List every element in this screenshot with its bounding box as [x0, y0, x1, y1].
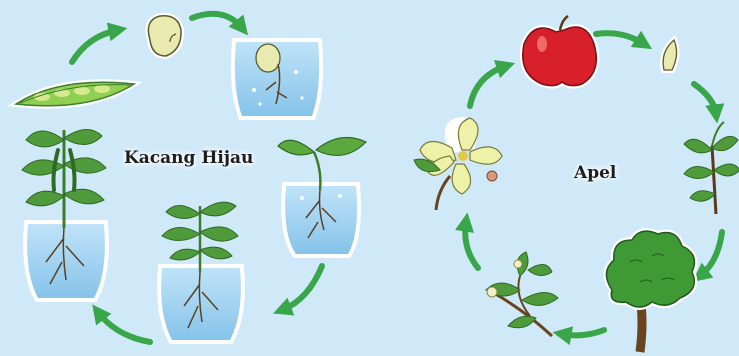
arrow-branch-to-flower [465, 222, 478, 268]
apple-seedling-stage [684, 122, 739, 214]
apple-cycle-label: Apel [574, 163, 616, 183]
apple-flower-stage [414, 118, 502, 210]
mung-bean-cycle-label: Kacang Hijau [124, 148, 253, 168]
germinating-seed-stage [235, 42, 319, 116]
arrow-apple-to-seed [596, 33, 644, 44]
arrow-pod-to-seed [72, 30, 118, 62]
flowering-branch-stage [486, 252, 558, 336]
apple-seed-stage [663, 40, 676, 70]
bean-seed-stage [148, 16, 181, 56]
mature-plant-stage [22, 129, 106, 298]
mung-bean-cycle [16, 14, 366, 342]
arrow-tree-to-branch [562, 330, 604, 335]
bean-pod-stage [16, 82, 134, 106]
apple-tree-stage [606, 231, 694, 352]
apple-fruit-stage [523, 16, 596, 86]
arrow-seed-to-seedling [694, 84, 716, 114]
sprout-stage [278, 138, 366, 255]
young-plant-stage [161, 202, 241, 340]
arrow-young-to-sprout [282, 266, 322, 310]
arrow-seed-to-germination [192, 14, 242, 28]
arrow-flower-to-apple [470, 66, 506, 106]
arrow-seedling-to-tree [700, 232, 722, 276]
arrow-young-to-mature [98, 312, 150, 342]
apple-cycle [414, 16, 739, 352]
